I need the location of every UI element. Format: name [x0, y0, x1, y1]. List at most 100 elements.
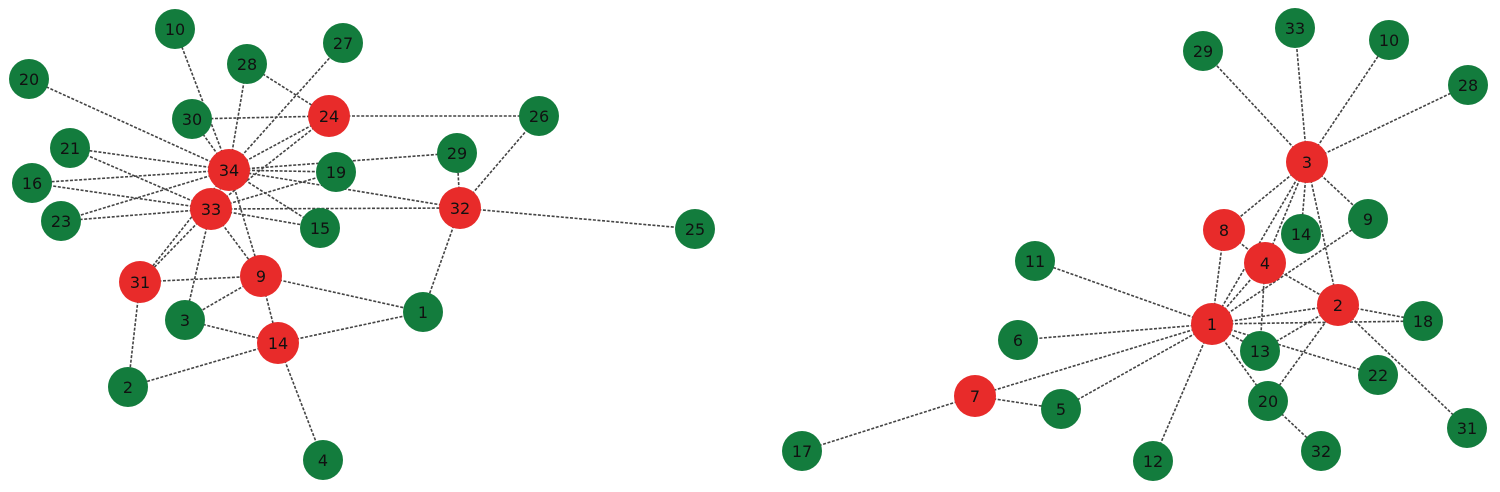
node-circle — [437, 133, 477, 173]
left-node-29: 29 — [437, 133, 477, 173]
node-label: 4 — [318, 451, 328, 470]
left-edge-32-25 — [459, 207, 696, 230]
node-circle — [155, 9, 195, 49]
right-edge-7-17 — [801, 395, 976, 452]
left-edge-33-21 — [69, 147, 212, 210]
right-node-7: 7 — [954, 375, 996, 417]
node-label: 3 — [1302, 153, 1312, 172]
right-edge-1-22 — [1211, 323, 1379, 376]
node-circle — [1248, 381, 1288, 421]
node-label: 21 — [60, 139, 80, 158]
node-circle — [1403, 301, 1443, 341]
left-edge-33-24 — [210, 115, 330, 210]
right-node-22: 22 — [1358, 355, 1398, 395]
node-circle — [208, 149, 250, 191]
node-label: 9 — [1363, 210, 1373, 229]
node-circle — [675, 209, 715, 249]
node-circle — [1191, 303, 1233, 345]
left-node-16: 16 — [12, 163, 52, 203]
node-label: 3 — [180, 311, 190, 330]
node-label: 2 — [1333, 296, 1343, 315]
right-edge-3-33 — [1294, 27, 1308, 163]
node-label: 31 — [130, 273, 150, 292]
node-circle — [316, 152, 356, 192]
node-circle — [1286, 141, 1328, 183]
node-label: 11 — [1025, 252, 1045, 271]
node-circle — [323, 23, 363, 63]
left-edge-34-21 — [69, 147, 230, 171]
right-node-32: 32 — [1301, 431, 1341, 471]
node-label: 15 — [310, 219, 330, 238]
left-edge-33-19 — [210, 171, 337, 210]
right-node-11: 11 — [1015, 241, 1055, 281]
right-node-28: 28 — [1448, 65, 1488, 105]
node-circle — [172, 99, 212, 139]
node-circle — [1348, 199, 1388, 239]
node-label: 10 — [165, 20, 185, 39]
node-circle — [439, 187, 481, 229]
right-edge-3-28 — [1306, 84, 1469, 163]
left-node-33: 33 — [190, 188, 232, 230]
right-node-13: 13 — [1240, 331, 1280, 371]
left-edge-34-29 — [228, 152, 458, 171]
node-circle — [1133, 441, 1173, 481]
node-label: 32 — [1311, 442, 1331, 461]
node-label: 29 — [447, 144, 467, 163]
right-edge-1-11 — [1034, 260, 1213, 325]
left-edge-14-2 — [127, 342, 279, 388]
node-circle — [1041, 389, 1081, 429]
node-label: 29 — [1193, 42, 1213, 61]
node-circle — [1240, 331, 1280, 371]
node-label: 1 — [1207, 315, 1217, 334]
right-edge-1-2 — [1211, 304, 1339, 325]
node-label: 23 — [51, 212, 71, 231]
left-node-34: 34 — [208, 149, 250, 191]
left-edge-34-10 — [174, 28, 230, 171]
left-edge-33-23 — [60, 208, 212, 222]
node-label: 20 — [1258, 392, 1278, 411]
node-label: 14 — [268, 334, 288, 353]
left-node-26: 26 — [519, 96, 559, 136]
node-label: 4 — [1260, 254, 1270, 273]
right-node-31: 31 — [1447, 408, 1487, 448]
right-node-3: 3 — [1286, 141, 1328, 183]
node-label: 9 — [256, 267, 266, 286]
left-edge-34-27 — [228, 42, 344, 171]
right-node-14: 14 — [1281, 214, 1321, 254]
node-circle — [119, 261, 161, 303]
node-circle — [1317, 284, 1359, 326]
node-circle — [1275, 8, 1315, 48]
right-node-18: 18 — [1403, 301, 1443, 341]
node-label: 25 — [685, 220, 705, 239]
node-circle — [257, 322, 299, 364]
left-node-2: 2 — [108, 367, 148, 407]
node-label: 28 — [237, 55, 257, 74]
left-edge-9-1 — [260, 275, 424, 313]
node-circle — [954, 375, 996, 417]
node-label: 16 — [22, 174, 42, 193]
node-circle — [12, 163, 52, 203]
node-circle — [227, 44, 267, 84]
node-label: 10 — [1379, 31, 1399, 50]
right-node-1: 1 — [1191, 303, 1233, 345]
node-circle — [165, 300, 205, 340]
node-label: 33 — [1285, 19, 1305, 38]
node-label: 22 — [1368, 366, 1388, 385]
right-node-9: 9 — [1348, 199, 1388, 239]
right-node-29: 29 — [1183, 31, 1223, 71]
node-label: 31 — [1457, 419, 1477, 438]
node-circle — [190, 188, 232, 230]
node-circle — [41, 201, 81, 241]
node-label: 14 — [1291, 225, 1311, 244]
right-edge-3-29 — [1202, 50, 1308, 163]
node-circle — [1203, 209, 1245, 251]
node-circle — [1358, 355, 1398, 395]
node-label: 34 — [219, 161, 239, 180]
right-edge-3-10 — [1306, 39, 1390, 163]
node-circle — [9, 59, 49, 99]
left-edge-34-23 — [60, 169, 230, 222]
node-label: 32 — [450, 199, 470, 218]
right-node-4: 4 — [1244, 242, 1286, 284]
left-node-28: 28 — [227, 44, 267, 84]
